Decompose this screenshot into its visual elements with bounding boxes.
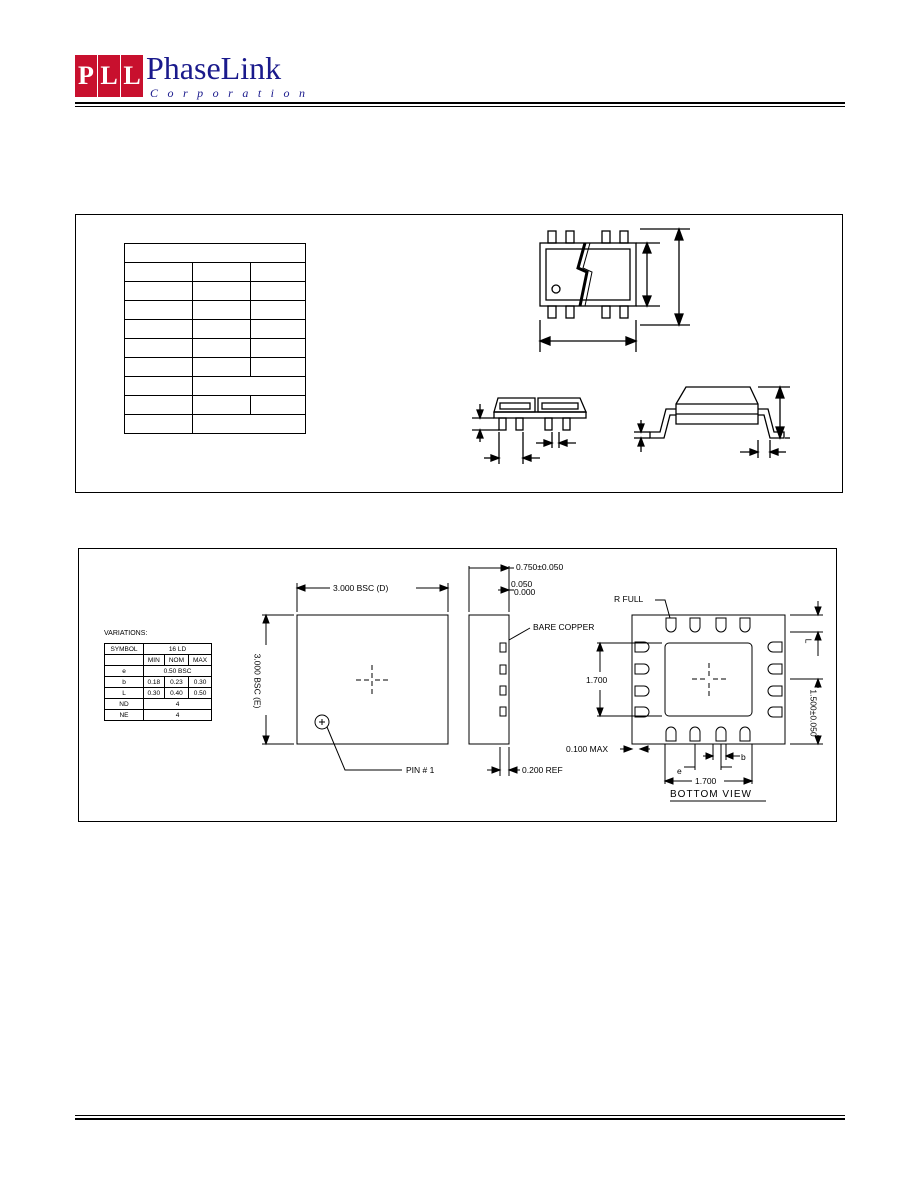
dimension-table-blank: [124, 243, 306, 434]
e-label: e: [677, 766, 682, 776]
table-row: NE 4: [104, 709, 212, 721]
pitch-label: 1.500±0.050: [808, 689, 819, 737]
footer-rule-thick: [75, 1118, 845, 1120]
r-full-label: R FULL: [614, 594, 644, 604]
thickness-label: 0.750±0.050: [516, 562, 564, 572]
table-row: e 0.50 BSC: [104, 665, 212, 677]
pad-width-label: 1.700: [695, 776, 717, 786]
b-label: b: [741, 752, 746, 762]
l-label: L: [803, 638, 814, 644]
package-drawing-frame-2: [78, 548, 837, 822]
ref-label: 0.200 REF: [522, 765, 563, 775]
logo-letter-l1: L: [98, 55, 120, 97]
header-rule-thin: [75, 106, 845, 107]
table-row: L 0.30 0.40 0.50: [104, 687, 212, 699]
logo-letter-l2: L: [121, 55, 143, 97]
dim-width-label: 3.000 BSC (D): [333, 583, 389, 593]
standoff-label-a: 0.050: [511, 579, 533, 589]
standoff-label-b: 0.000: [514, 587, 536, 597]
pin1-label: PIN # 1: [406, 765, 435, 775]
header-rule-thick: [75, 102, 845, 104]
max-label: 0.100 MAX: [566, 744, 609, 754]
pad-height-label: 1.700: [586, 675, 608, 685]
bare-copper-label: BARE COPPER: [533, 622, 595, 632]
bottom-view-title: BOTTOM VIEW: [670, 789, 752, 800]
variations-table: SYMBOL 16 LD MIN NOM MAX e 0.50 BSC b 0.…: [104, 643, 212, 721]
package-drawing-frame-1: [75, 214, 843, 493]
company-subtitle: Corporation: [150, 86, 315, 100]
variations-caption: VARIATIONS:: [104, 630, 148, 637]
footer-rule-thin: [75, 1115, 845, 1116]
logo-letter-p: P: [75, 55, 97, 97]
company-name: PhaseLink: [146, 50, 282, 86]
